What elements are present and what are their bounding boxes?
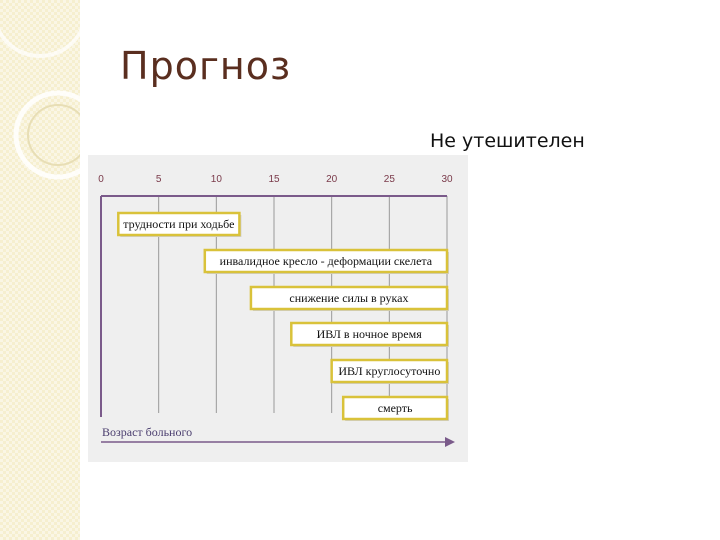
timeline-chart-svg: 0 5 10 15 20 25 30 трудности при ходьбе инвалидн… [98,174,455,447]
slide-subtitle: Не утешителен [430,130,585,152]
x-tick-label: 15 [268,174,280,185]
x-tick-label: 0 [98,174,104,185]
bar [249,285,449,311]
bar [330,358,449,384]
bar [203,248,449,274]
timeline-chart: 0 5 10 15 20 25 30 трудности при ходьбе инвалидн… [88,155,468,462]
bar-label: ИВЛ в ночное время [317,327,423,341]
slide-title: Прогноз [120,44,292,88]
x-tick-label: 25 [384,174,396,185]
bar [341,395,449,421]
x-axis-title: Возраст больного [102,425,192,439]
x-tick-label: 10 [211,174,223,185]
bar-label: трудности при ходьбе [123,217,234,231]
x-tick-label: 20 [326,174,338,185]
bar-label: инвалидное кресло - деформации скелета [220,254,433,268]
bar-label: ИВЛ круглосуточно [338,364,440,378]
bar-label: смерть [378,401,413,415]
arrow-head-icon [445,437,455,447]
x-tick-label: 30 [441,174,453,185]
decorative-side-band [0,0,80,540]
bar [117,211,241,237]
x-tick-label: 5 [156,174,162,185]
bar [290,321,449,347]
decorative-circles [0,28,80,180]
bar-label: снижение силы в руках [289,291,408,305]
